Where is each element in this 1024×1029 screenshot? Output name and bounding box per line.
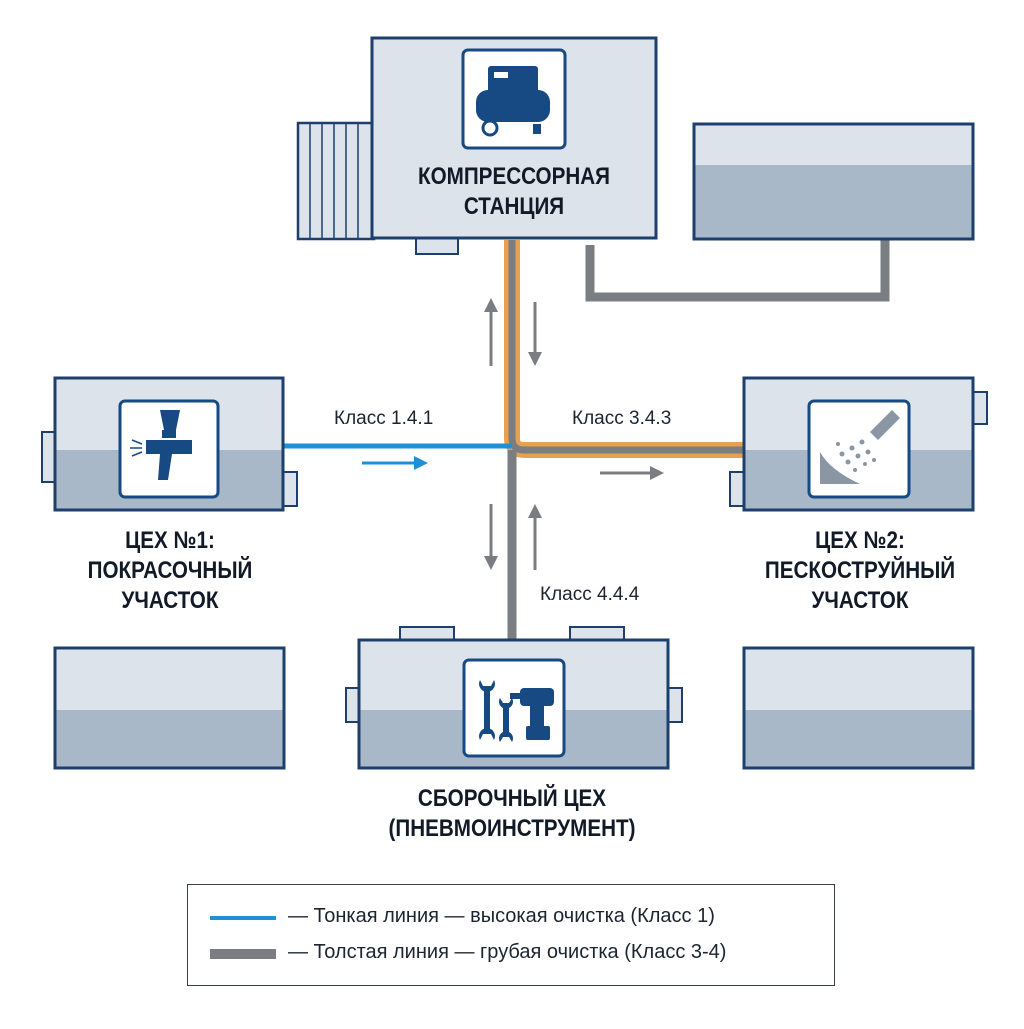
compressor-station [296, 36, 658, 255]
shop1-box [41, 376, 298, 512]
shop2-label-line3: УЧАСТОК [811, 587, 909, 614]
shop1-label-line2: ПОКРАСОЧНЫЙ [87, 557, 253, 584]
class-coarse-right-label: Класс 3.4.3 [572, 408, 672, 429]
legend-fine-text: — Тонкая линия — высокая очистка (Класс … [288, 905, 715, 927]
compressor-label-line1: КОМПРЕССОРНАЯ [418, 163, 610, 190]
shop1-label: ЦЕХ №1: ПОКРАСОЧНЫЙ УЧАСТОК [50, 526, 291, 616]
arrow-down-lower [484, 504, 498, 570]
gray-main-line-inner [508, 240, 748, 454]
shop1-label-line3: УЧАСТОК [121, 587, 219, 614]
arrow-down-upper [528, 302, 542, 366]
tank-bottom-left [53, 646, 286, 770]
assembly-label-line2: (ПНЕВМОИНСТРУМЕНТ) [388, 815, 636, 842]
shop2-label: ЦЕХ №2: ПЕСКОСТРУЙНЫЙ УЧАСТОК [740, 526, 981, 616]
pipes [283, 240, 890, 640]
gray-arrow-right [600, 466, 664, 480]
compressor-label: КОМПРЕССОРНАЯ СТАНЦИЯ [392, 162, 636, 222]
assembly-box [345, 626, 683, 770]
storage-tank [692, 122, 975, 241]
wrench-drill-icon [462, 658, 566, 758]
shop2-label-line2: ПЕСКОСТРУЙНЫЙ [764, 557, 956, 584]
legend: — Тонкая линия — высокая очистка (Класс … [187, 884, 835, 986]
shop1-label-line1: ЦЕХ №1: [125, 527, 215, 554]
class-coarse-down-label: Класс 4.4.4 [540, 584, 640, 605]
assembly-label-line1: СБОРОЧНЫЙ ЦЕХ [417, 785, 607, 812]
compressor-label-line2: СТАНЦИЯ [463, 193, 565, 220]
shop2-label-line1: ЦЕХ №2: [815, 527, 905, 554]
legend-coarse-text: — Толстая линия — грубая очистка (Класс … [288, 941, 727, 963]
blue-arrow-right [362, 456, 428, 470]
flow-arrows [362, 298, 664, 570]
spray-gun-icon [118, 399, 220, 499]
gray-tank-line [585, 240, 890, 302]
legend-coarse-swatch [210, 949, 276, 959]
arrow-up-lower [528, 504, 542, 570]
tank-bottom-right [742, 646, 975, 770]
arrow-up-upper [484, 298, 498, 366]
assembly-label: СБОРОЧНЫЙ ЦЕХ (ПНЕВМОИНСТРУМЕНТ) [374, 784, 649, 844]
legend-fine-swatch [210, 916, 276, 920]
sandblast-icon [807, 399, 911, 499]
shop2-box [729, 376, 988, 512]
air-compressor-icon [461, 48, 567, 150]
class-fine-label: Класс 1.4.1 [334, 408, 434, 429]
